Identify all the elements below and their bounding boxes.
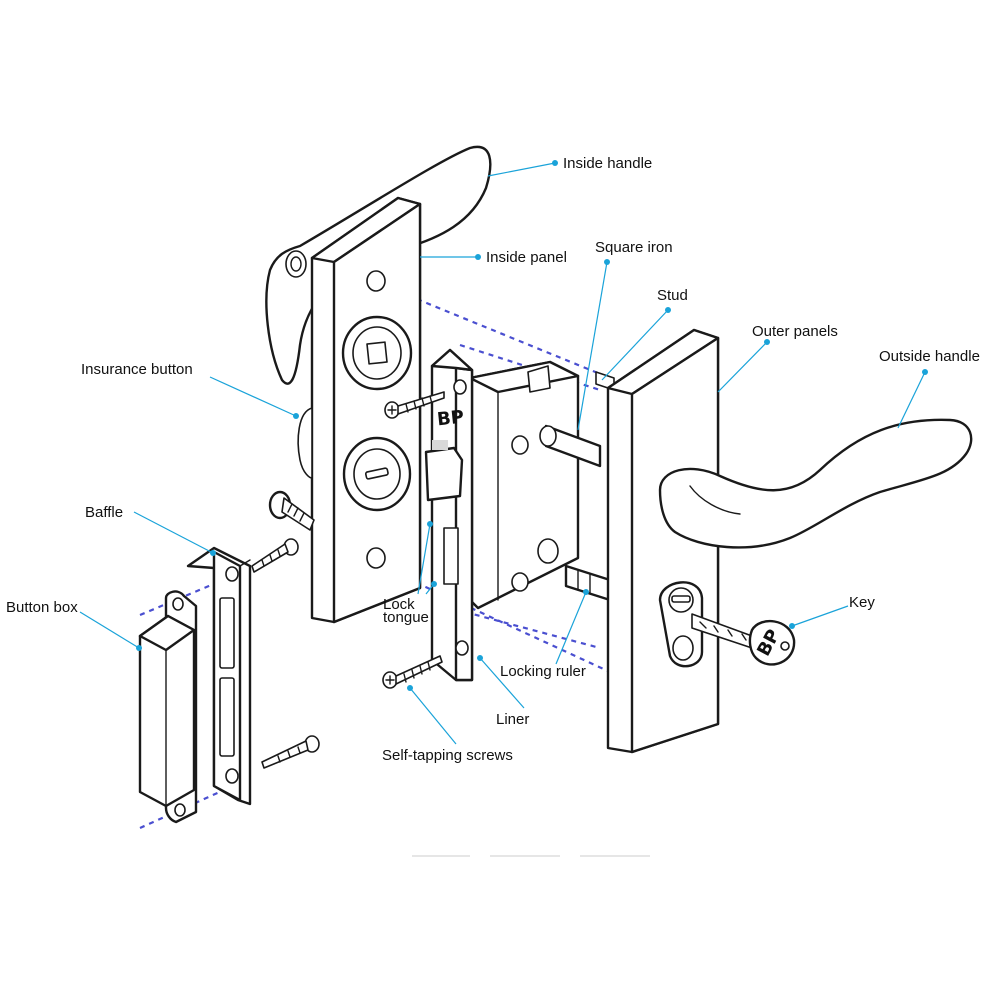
dot-outside-handle [922, 369, 928, 375]
lock-tongue [424, 440, 464, 502]
leader-inside-handle [487, 162, 556, 177]
outer-panel [606, 328, 720, 754]
dot-outer-panels [764, 339, 770, 345]
label-key: Key [849, 594, 875, 611]
label-locking-ruler: Locking ruler [500, 663, 586, 680]
screw-top-liner [384, 391, 445, 419]
screw-bottom-baffle [261, 735, 320, 769]
insurance-button-knob [297, 407, 313, 479]
leader-baffle [133, 511, 214, 554]
label-square-iron: Square iron [595, 239, 673, 256]
key: BP [691, 613, 796, 666]
label-inside-handle: Inside handle [563, 155, 652, 172]
leader-key [791, 605, 849, 627]
locking-ruler [564, 564, 612, 602]
leader-stud [601, 309, 669, 381]
dot-self-tapping-screws [407, 685, 413, 691]
dot-lock-tongue-a [427, 521, 433, 527]
leader-lock-tongue-a [417, 523, 431, 595]
inside-panel [297, 196, 422, 624]
dot-inside-panel [475, 254, 481, 260]
screw-inside-panel [268, 490, 315, 531]
button-box [138, 590, 198, 824]
labels: Inside handle Inside panel Square iron S… [6, 155, 980, 764]
dot-button-box [136, 645, 142, 651]
dot-liner [477, 655, 483, 661]
leader-insurance-button [209, 376, 297, 417]
dot-inside-handle [552, 160, 558, 166]
outside-handle [658, 418, 973, 549]
leader-square-iron [577, 261, 608, 431]
label-outer-panels: Outer panels [752, 323, 838, 340]
dot-locking-ruler [583, 589, 589, 595]
leader-button-box [79, 611, 140, 649]
leader-liner [479, 657, 525, 709]
label-self-tapping-screws: Self-tapping screws [382, 747, 513, 764]
dot-baffle [210, 550, 216, 556]
leader-locking-ruler [555, 591, 587, 665]
dot-key [789, 623, 795, 629]
leader-outer-panels [717, 341, 768, 393]
screw-bottom-liner [382, 655, 443, 689]
leader-outside-handle [897, 371, 926, 429]
label-button-box: Button box [6, 599, 78, 616]
label-outside-handle: Outside handle [879, 348, 980, 365]
screw-top-baffle [251, 538, 299, 573]
dot-stud [665, 307, 671, 313]
liner: BP [424, 348, 474, 682]
label-lock-tongue-line2: tongue [383, 609, 429, 626]
baffle [186, 546, 252, 806]
dot-lock-tongue-b [431, 581, 437, 587]
leader-self-tapping-screws [409, 687, 457, 745]
label-stud: Stud [657, 287, 688, 304]
guide-line-liner-bottom [464, 610, 601, 650]
label-inside-panel: Inside panel [486, 249, 567, 266]
liner-brand-engraving: BP [436, 407, 465, 431]
dot-square-iron [604, 259, 610, 265]
label-insurance-button: Insurance button [81, 361, 193, 378]
label-lock-tongue-line1: Lock [383, 596, 415, 613]
label-baffle: Baffle [85, 504, 123, 521]
guide-line-baffle-top [139, 573, 236, 617]
square-iron [539, 424, 602, 468]
dot-insurance-button [293, 413, 299, 419]
label-liner: Liner [496, 711, 529, 728]
leader-dots [136, 160, 928, 691]
lock-body [468, 360, 615, 610]
